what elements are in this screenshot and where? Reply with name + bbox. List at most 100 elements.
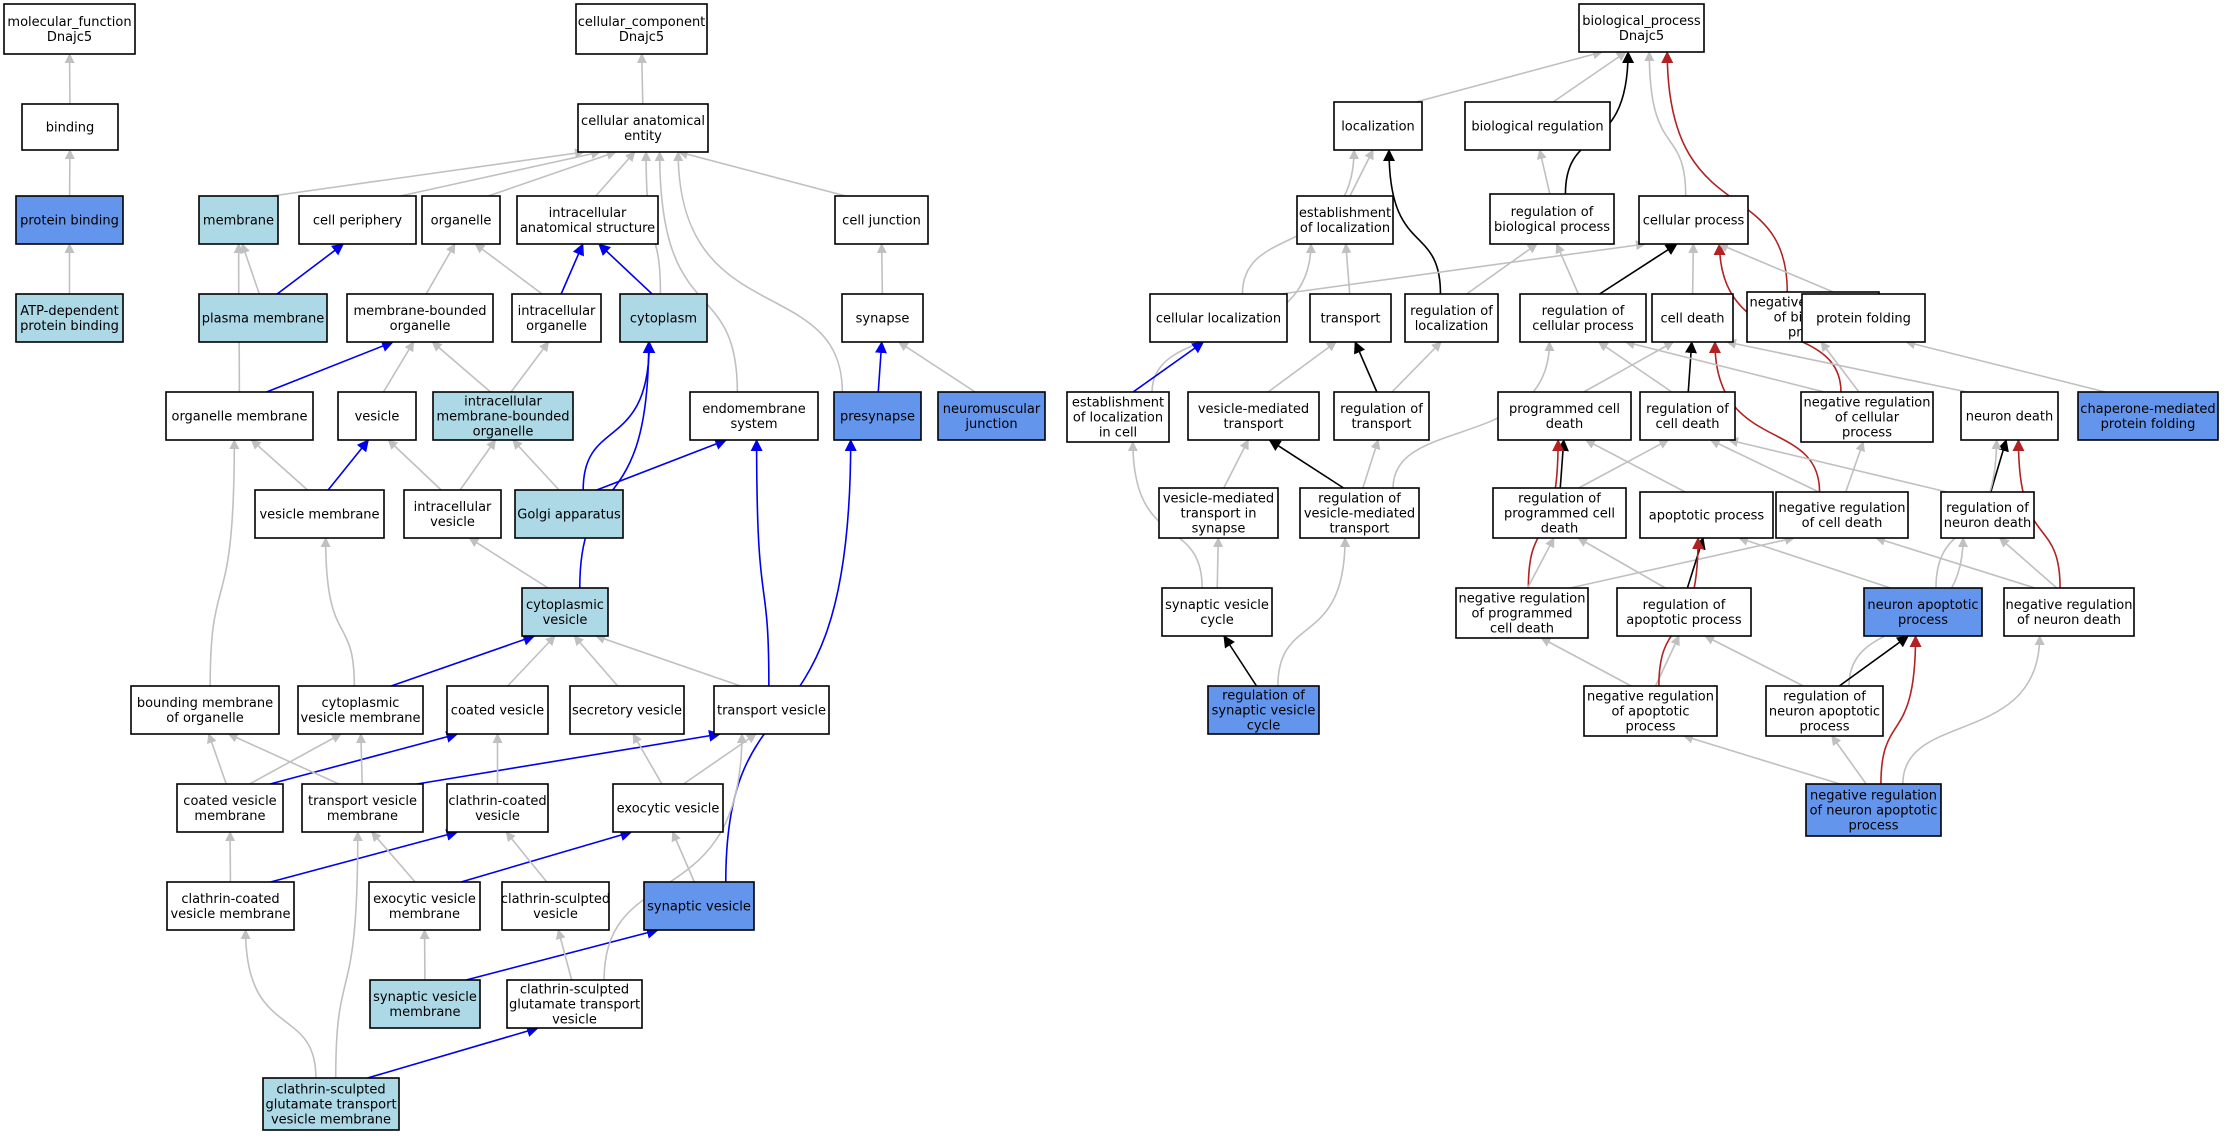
go-term-coatedves[interactable]: coated vesicle <box>446 685 549 735</box>
edge-membound-to-organelle <box>425 243 456 295</box>
term-label-line: intracellular <box>518 304 596 319</box>
go-term-binding[interactable]: binding <box>21 103 119 151</box>
go-term-synves[interactable]: synaptic vesicle <box>643 881 755 931</box>
term-label-line: Dnajc5 <box>619 30 664 45</box>
go-term-exoves[interactable]: exocytic vesicle <box>612 783 724 833</box>
edge-line <box>632 733 663 785</box>
edge-line <box>636 53 647 105</box>
go-term-celljunc[interactable]: cell junction <box>834 195 929 245</box>
go-term-vesmem[interactable]: vesicle membrane <box>254 489 385 539</box>
go-term-synapse[interactable]: synapse <box>841 293 924 343</box>
go-term-secretves[interactable]: secretory vesicle <box>569 685 685 735</box>
edge-negregnap-to-regnap <box>1831 735 1867 785</box>
go-term-vesicle[interactable]: vesicle <box>337 391 417 441</box>
go-term-cytoplasm[interactable]: cytoplasm <box>619 293 708 343</box>
go-term-plasmamem[interactable]: plasma membrane <box>198 293 328 343</box>
go-term-transves[interactable]: transport vesicle <box>713 685 830 735</box>
term-box <box>3 3 136 55</box>
edge-line <box>555 929 573 981</box>
go-term-neurondeath[interactable]: neuron death <box>1960 391 2059 441</box>
edge-intraves-to-vesicle <box>387 439 442 491</box>
go-term-bioreg[interactable]: biological regulation <box>1464 101 1611 151</box>
go-term-cellproc[interactable]: cellular process <box>1638 195 1749 245</box>
term-label-line: establishment <box>1299 206 1391 221</box>
edge-regvmt-to-regcell <box>1392 341 1555 489</box>
go-term-protbind[interactable]: protein binding <box>15 195 124 245</box>
go-term-orgmem[interactable]: organelle membrane <box>165 391 314 441</box>
edge-line <box>1341 243 1352 295</box>
term-box <box>1519 293 1647 343</box>
go-term-organelle[interactable]: organelle <box>421 195 501 245</box>
go-term-cellloc[interactable]: cellular localization <box>1149 293 1288 343</box>
go-term-apop[interactable]: apoptotic process <box>1639 491 1774 539</box>
go-term-golgi[interactable]: Golgi apparatus <box>514 489 624 539</box>
term-label-line: of localization <box>1073 411 1163 426</box>
go-term-presynapse[interactable]: presynapse <box>833 391 922 441</box>
go-term-cellper[interactable]: cell periphery <box>298 195 417 245</box>
term-box <box>1960 391 2059 441</box>
term-box <box>1158 487 1279 539</box>
term-box <box>1616 587 1752 637</box>
go-term-membrane[interactable]: membrane <box>198 195 279 245</box>
edge-clathsculpt-to-clathves <box>505 831 548 883</box>
term-box <box>403 489 502 539</box>
go-term-transport[interactable]: transport <box>1309 293 1392 343</box>
go-term-localiz[interactable]: localization <box>1333 101 1423 151</box>
edge-line <box>1718 242 1839 295</box>
term-label-line: of cellular <box>1835 411 1900 426</box>
go-term-protfold[interactable]: protein folding <box>1801 293 1926 343</box>
edge-coatedvesmem-to-cytovesmem <box>249 733 342 785</box>
go-term-celldeath[interactable]: cell death <box>1651 293 1734 343</box>
